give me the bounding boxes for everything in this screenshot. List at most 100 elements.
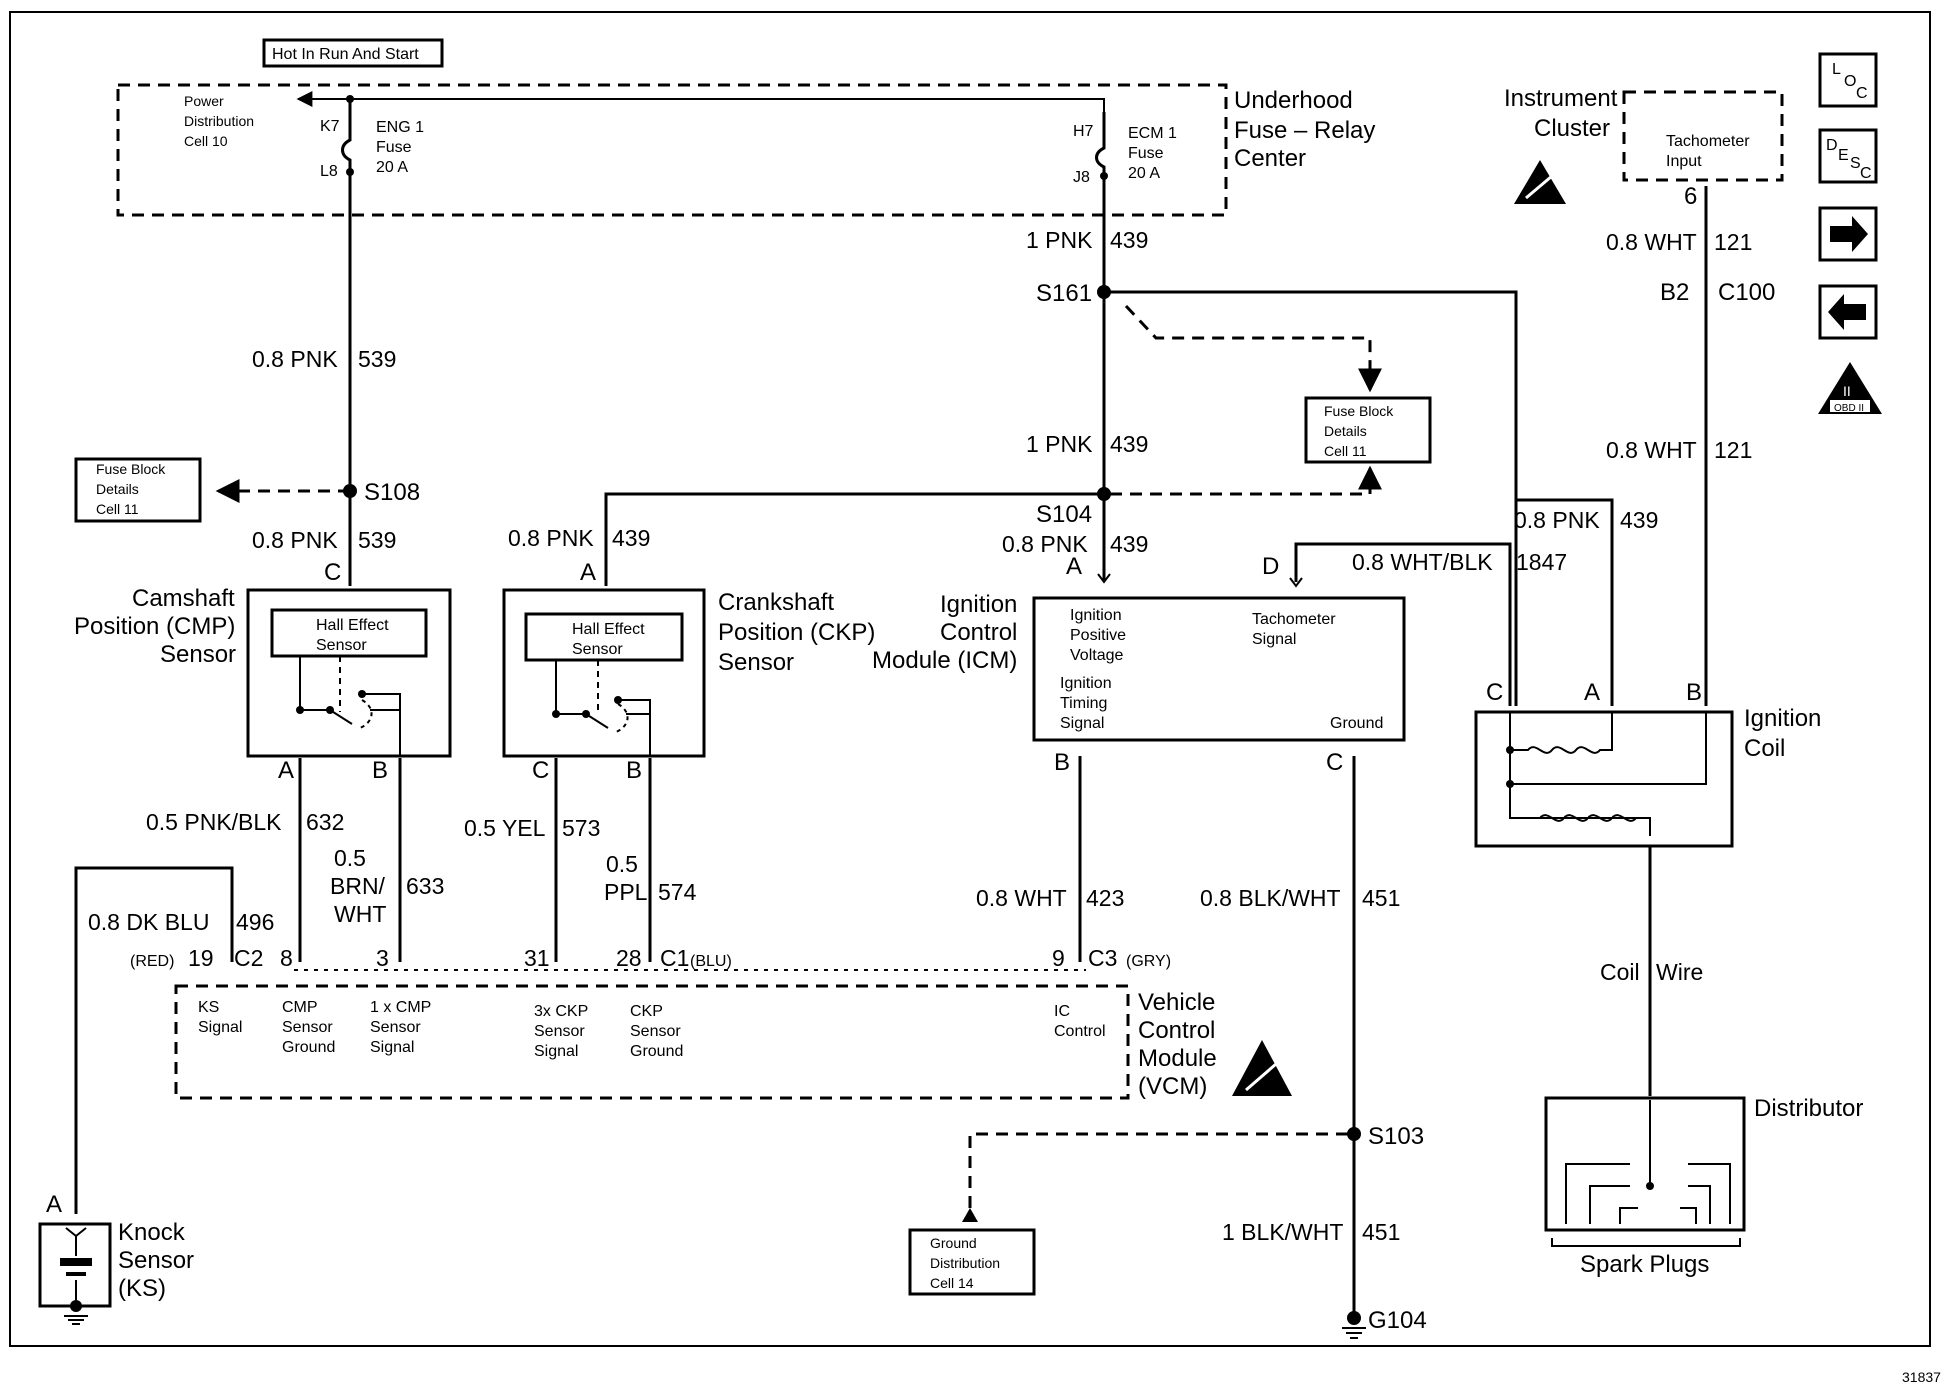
svg-text:0.5 YEL: 0.5 YEL: [464, 815, 546, 841]
svg-text:0.8 PNK: 0.8 PNK: [1514, 507, 1600, 533]
svg-text:Ground: Ground: [630, 1043, 683, 1060]
svg-text:0.8 PNK: 0.8 PNK: [252, 346, 338, 372]
svg-text:121: 121: [1714, 437, 1752, 463]
svg-text:ECM 1: ECM 1: [1128, 125, 1177, 142]
svg-text:0.5: 0.5: [606, 851, 638, 877]
svg-text:1847: 1847: [1516, 549, 1567, 575]
svg-text:Ground: Ground: [930, 1235, 977, 1251]
svg-text:Timing: Timing: [1060, 695, 1107, 712]
svg-text:H7: H7: [1073, 123, 1094, 140]
svg-text:3x CKP: 3x CKP: [534, 1003, 588, 1020]
svg-text:6: 6: [1684, 183, 1697, 210]
svg-text:E: E: [1838, 147, 1849, 164]
circuit-439: 1 PNK 439 S161 1 PNK 439 S104 0.8 PNK 43…: [1002, 176, 1518, 706]
svg-text:Module: Module: [1138, 1045, 1217, 1072]
svg-text:Position (CKP): Position (CKP): [718, 619, 875, 646]
svg-text:496: 496: [236, 909, 274, 935]
svg-text:Sensor: Sensor: [282, 1019, 333, 1036]
svg-text:IC: IC: [1054, 1003, 1070, 1020]
figure-number: 31837: [1902, 1369, 1941, 1385]
svg-text:Module (ICM): Module (ICM): [872, 647, 1017, 674]
svg-text:Sensor: Sensor: [534, 1023, 585, 1040]
circuit-496: 0.8 DK BLU 496: [74, 866, 274, 1214]
left-arrow-icon: [1828, 294, 1866, 330]
svg-text:451: 451: [1362, 885, 1400, 911]
loc-button[interactable]: L O C: [1818, 52, 1878, 108]
svg-text:Ground: Ground: [1330, 715, 1383, 732]
svg-text:Sensor: Sensor: [316, 637, 367, 654]
svg-text:CMP: CMP: [282, 999, 318, 1016]
svg-text:C: C: [1326, 749, 1343, 776]
splice-s103: [1347, 1127, 1361, 1141]
svg-text:Cell 14: Cell 14: [930, 1275, 974, 1291]
svg-text:Sensor: Sensor: [370, 1019, 421, 1036]
svg-text:539: 539: [358, 527, 396, 553]
svg-text:Knock: Knock: [118, 1219, 186, 1246]
svg-text:Sensor: Sensor: [160, 641, 236, 668]
svg-text:574: 574: [658, 879, 697, 905]
svg-text:C100: C100: [1718, 279, 1775, 306]
svg-text:II: II: [1843, 383, 1851, 399]
circuit-1847: 0.8 WHT/BLK 1847: [1352, 549, 1567, 575]
svg-text:Cell 11: Cell 11: [96, 501, 139, 517]
diagram-border: [9, 11, 1931, 1347]
fuse-block-details-left[interactable]: Fuse Block Details Cell 11: [74, 457, 202, 523]
svg-text:0.5 PNK/BLK: 0.5 PNK/BLK: [146, 809, 282, 835]
svg-text:Cluster: Cluster: [1534, 115, 1610, 142]
svg-text:C1: C1: [660, 945, 689, 971]
svg-text:Sensor: Sensor: [572, 641, 623, 658]
forward-arrow-button[interactable]: [1818, 206, 1878, 262]
svg-text:A: A: [1584, 679, 1600, 706]
svg-text:CKP: CKP: [630, 1003, 663, 1020]
svg-text:B: B: [626, 757, 642, 784]
svg-text:WHT: WHT: [334, 901, 386, 927]
svg-text:S104: S104: [1036, 501, 1092, 528]
svg-text:439: 439: [1110, 431, 1148, 457]
circuit-574: 0.5 PPL 574: [604, 758, 697, 962]
svg-text:Details: Details: [1324, 423, 1367, 439]
svg-text:C2: C2: [234, 945, 263, 971]
svg-text:Input: Input: [1666, 153, 1702, 170]
svg-text:Vehicle: Vehicle: [1138, 989, 1215, 1016]
svg-text:0.8 BLK/WHT: 0.8 BLK/WHT: [1200, 885, 1341, 911]
svg-text:Details: Details: [96, 481, 139, 497]
svg-text:Fuse Block: Fuse Block: [1324, 403, 1394, 419]
ground-distribution-link[interactable]: Ground Distribution Cell 14: [908, 1228, 1036, 1296]
svg-text:(VCM): (VCM): [1138, 1073, 1207, 1100]
splice-s104: [1097, 487, 1111, 501]
svg-text:121: 121: [1714, 229, 1752, 255]
svg-text:Hot In Run And Start: Hot In Run And Start: [272, 46, 419, 63]
svg-text:Cell 10: Cell 10: [184, 133, 228, 149]
svg-text:0.8 WHT: 0.8 WHT: [1606, 437, 1697, 463]
svg-text:Center: Center: [1234, 145, 1306, 172]
svg-text:9: 9: [1052, 945, 1065, 971]
svg-text:0.5: 0.5: [334, 845, 366, 871]
svg-text:ENG 1: ENG 1: [376, 119, 424, 136]
ground-icon: [64, 1300, 88, 1325]
esd-warning-icon: [1514, 160, 1566, 204]
back-arrow-button[interactable]: [1818, 284, 1878, 340]
svg-text:Signal: Signal: [198, 1019, 242, 1036]
svg-text:0.8 PNK: 0.8 PNK: [508, 525, 594, 551]
svg-text:Coil: Coil: [1744, 735, 1785, 762]
svg-text:A: A: [278, 757, 294, 784]
svg-text:J8: J8: [1073, 169, 1090, 186]
fuse-block-details-right[interactable]: Fuse Block Details Cell 11: [1304, 396, 1432, 464]
instrument-cluster: Instrument Cluster Tachometer Input 6: [1504, 85, 1784, 210]
svg-text:(BLU): (BLU): [690, 953, 732, 970]
svg-text:Fuse Block: Fuse Block: [96, 461, 166, 477]
distributor: Distributor Spark Plugs: [1544, 1095, 1863, 1278]
svg-text:439: 439: [1110, 531, 1148, 557]
svg-text:1 PNK: 1 PNK: [1026, 431, 1093, 457]
obd-ii-icon[interactable]: II OBD II: [1818, 362, 1882, 414]
cmp-sensor: Camshaft Position (CMP) Sensor C Hall Ef…: [74, 559, 452, 784]
circuit-573: 0.5 YEL 573: [464, 758, 600, 962]
svg-text:(RED): (RED): [130, 953, 174, 970]
svg-text:539: 539: [358, 346, 396, 372]
svg-text:A: A: [1066, 553, 1082, 580]
svg-text:S161: S161: [1036, 280, 1092, 307]
svg-text:Ignition: Ignition: [1060, 675, 1112, 692]
desc-button[interactable]: D E S C: [1818, 128, 1878, 184]
svg-text:Signal: Signal: [1252, 631, 1296, 648]
